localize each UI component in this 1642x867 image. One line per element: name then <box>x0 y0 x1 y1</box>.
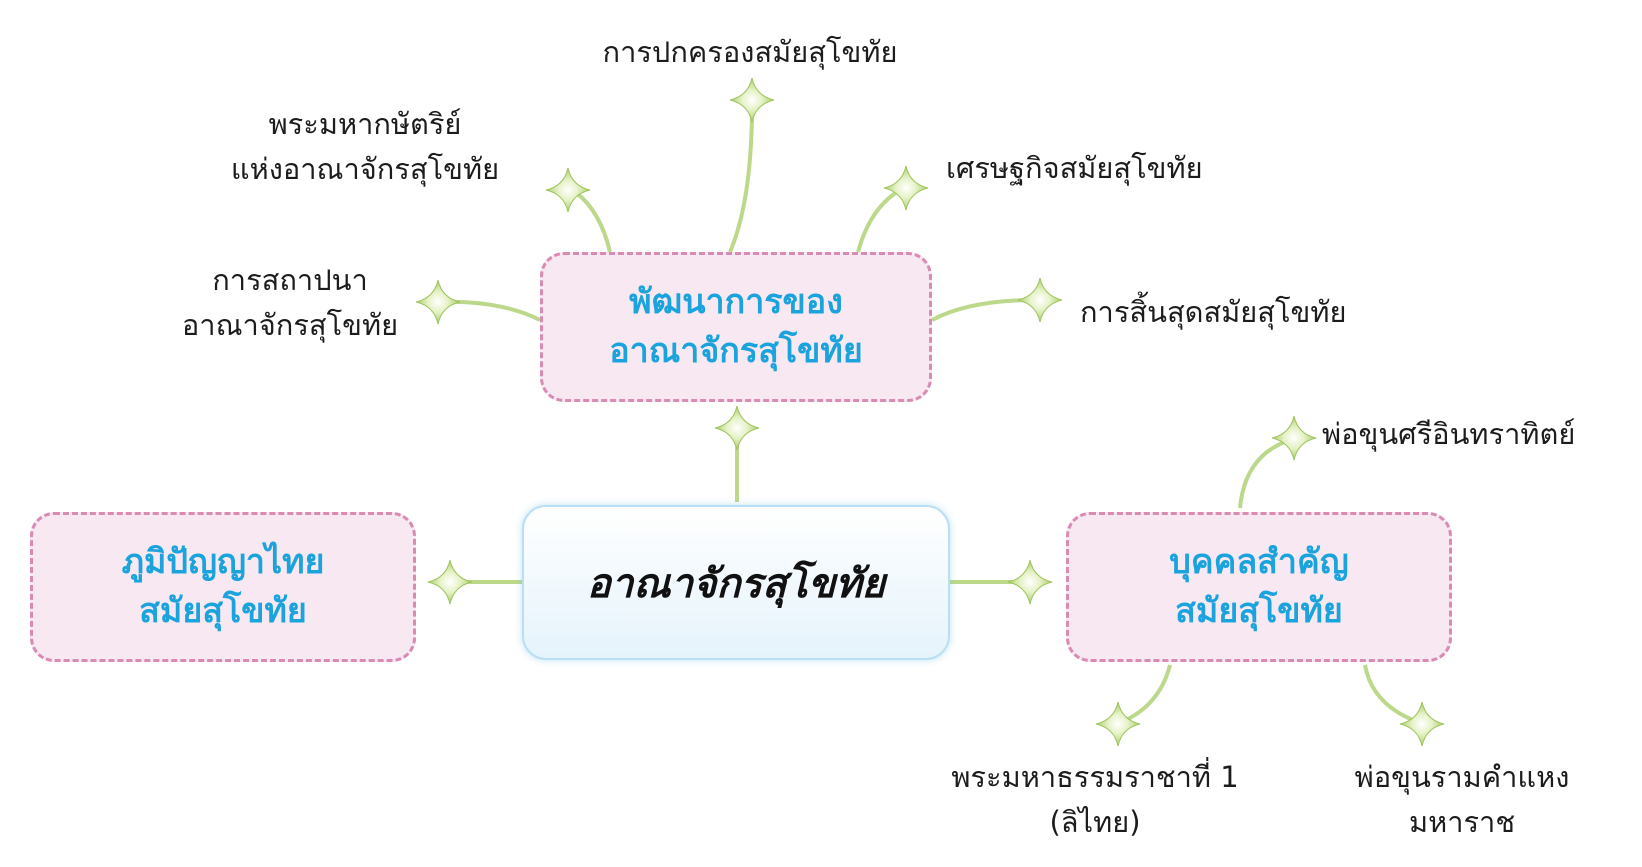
sparkle-icon <box>427 559 473 605</box>
branch-development-line2: อาณาจักรสุโขทัย <box>609 331 863 371</box>
connector-ramkhamhaeng <box>1363 664 1419 724</box>
leaf-lithai-line1: พระมหาธรรมราชาที่ 1 <box>951 760 1239 794</box>
leaf-founding-line1: การสถาปนา <box>212 263 368 297</box>
sparkle-icon <box>1095 701 1141 747</box>
connector-kings <box>573 190 612 253</box>
sparkle-icon <box>545 167 591 213</box>
leaf-sri-inthrathit: พ่อขุนศรีอินทราทิตย์ <box>1322 412 1632 457</box>
leaf-governance: การปกครองสมัยสุโขทัย <box>560 30 940 75</box>
sparkle-icon <box>729 77 775 123</box>
sparkle-icon <box>1399 701 1445 747</box>
branch-development: พัฒนาการของ อาณาจักรสุโขทัย <box>540 252 932 402</box>
leaf-kings: พระมหากษัตริย์ แห่งอาณาจักรสุโขทัย <box>205 102 525 192</box>
leaf-founding: การสถาปนา อาณาจักรสุโขทัย <box>160 258 420 348</box>
leaf-lithai: พระมหาธรรมราชาที่ 1 (ลิไทย) <box>930 755 1260 845</box>
sparkle-icon <box>714 405 760 451</box>
leaf-ramkhamhaeng-line1: พ่อขุนรามคำแหง <box>1354 760 1570 794</box>
branch-people: บุคคลสำคัญ สมัยสุโขทัย <box>1066 512 1452 662</box>
sparkle-icon <box>1007 559 1053 605</box>
leaf-ramkhamhaeng: พ่อขุนรามคำแหง มหาราช <box>1332 755 1592 845</box>
sparkle-icon <box>883 165 929 211</box>
leaf-end-line1: การสิ้นสุดสมัยสุโขทัย <box>1080 295 1347 329</box>
leaf-economy: เศรษฐกิจสมัยสุโขทัย <box>946 146 1266 191</box>
sparkle-icon <box>415 279 461 325</box>
leaf-ramkhamhaeng-line2: มหาราช <box>1408 804 1516 839</box>
leaf-governance-line1: การปกครองสมัยสุโขทัย <box>602 35 898 69</box>
branch-people-line2: สมัยสุโขทัย <box>1175 591 1343 631</box>
connector-end <box>931 298 1036 322</box>
connector-sri-inthrathit <box>1238 438 1291 509</box>
branch-development-line1: พัฒนาการของ <box>629 281 843 322</box>
connector-governance <box>728 104 754 253</box>
leaf-end: การสิ้นสุดสมัยสุโขทัย <box>1080 290 1420 335</box>
branch-people-line1: บุคคลสำคัญ <box>1169 541 1349 582</box>
sparkle-icon <box>1271 415 1317 461</box>
leaf-kings-line1: พระมหากษัตริย์ <box>268 107 462 141</box>
leaf-lithai-line2: (ลิไทย) <box>1049 804 1141 839</box>
branch-wisdom-line1: ภูมิปัญญาไทย <box>121 541 325 582</box>
leaf-economy-line1: เศรษฐกิจสมัยสุโขทัย <box>946 151 1203 185</box>
connector-lithai <box>1121 664 1172 724</box>
connector-economy <box>856 188 902 253</box>
sparkle-icon <box>1017 277 1063 323</box>
connector-founding <box>439 299 541 322</box>
branch-wisdom: ภูมิปัญญาไทย สมัยสุโขทัย <box>30 512 416 662</box>
branch-wisdom-line2: สมัยสุโขทัย <box>139 591 307 631</box>
leaf-sri-inthrathit-line1: พ่อขุนศรีอินทราทิตย์ <box>1322 417 1576 451</box>
center-node: อาณาจักรสุโขทัย <box>522 505 950 660</box>
center-title: อาณาจักรสุโขทัย <box>586 559 886 607</box>
leaf-founding-line2: อาณาจักรสุโขทัย <box>181 307 399 342</box>
leaf-kings-line2: แห่งอาณาจักรสุโขทัย <box>230 151 500 186</box>
